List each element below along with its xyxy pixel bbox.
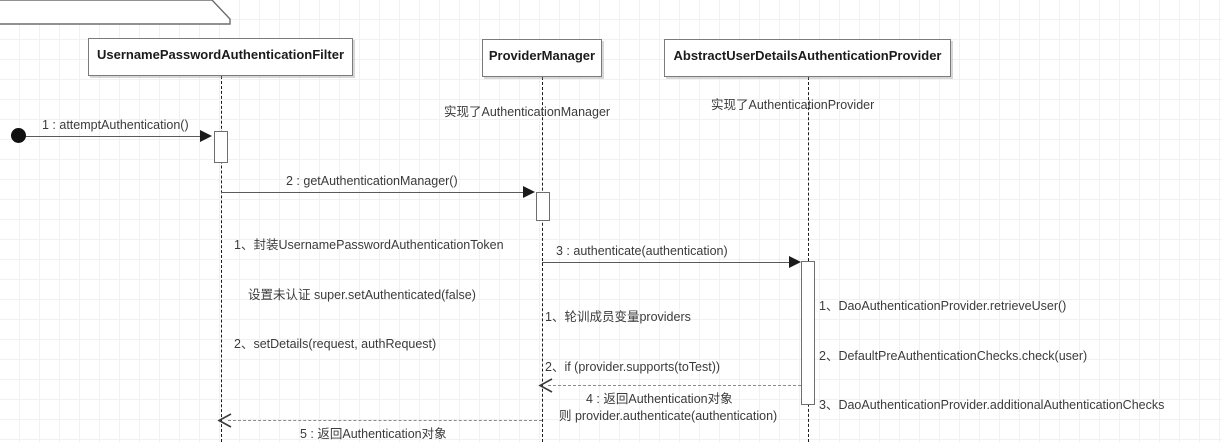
note-auth-provider-line-1: 1、DaoAuthenticationProvider.retrieveUser… — [819, 299, 1067, 313]
lifeline-dash-provider-manager — [542, 77, 543, 442]
message-label-4: 4 : 返回Authentication对象 — [586, 392, 733, 406]
note-auth-provider-line-3: 3、DaoAuthenticationProvider.additionalAu… — [819, 398, 1165, 412]
note-provider-manager-line-1: 1、轮训成员变量providers — [545, 310, 691, 324]
lifeline-dash-auth-provider — [808, 77, 809, 442]
message-label-5: 5 : 返回Authentication对象 — [300, 427, 447, 441]
note-provider-manager: 1、轮训成员变量providers 2、if (provider.support… — [545, 276, 777, 442]
note-filter-line-3: 2、setDetails(request, authRequest) — [234, 337, 437, 351]
message-label-1: 1 : attemptAuthentication() — [42, 118, 189, 132]
frame-name: core-service-sequence — [74, 2, 202, 16]
note-filter: 1、封装UsernamePasswordAuthenticationToken … — [234, 204, 504, 386]
message-arrowhead-5 — [217, 413, 232, 428]
note-auth-provider: 1、DaoAuthenticationProvider.retrieveUser… — [819, 265, 1201, 442]
activation-bar-filter-1 — [214, 131, 228, 163]
message-label-2: 2 : getAuthenticationManager() — [286, 174, 458, 188]
message-line-1[interactable] — [18, 136, 210, 137]
note-provider-manager-line-3: 则 provider.authenticate(authentication) — [559, 409, 778, 423]
start-point-dot — [11, 128, 26, 143]
lifeline-title-provider-manager: ProviderManager — [488, 48, 596, 63]
note-provider-manager-line-2: 2、if (provider.supports(toTest)) — [545, 359, 721, 374]
note-filter-line-1: 1、封装UsernamePasswordAuthenticationToken — [234, 238, 504, 252]
lifeline-dash-filter — [221, 76, 222, 442]
message-label-3: 3 : authenticate(authentication) — [556, 244, 728, 258]
message-line-5[interactable] — [228, 420, 542, 421]
note-filter-line-2: 设置未认证 super.setAuthenticated(false) — [248, 287, 476, 302]
lifeline-title-filter: UsernamePasswordAuthenticationFilter — [96, 47, 345, 62]
frame-keyword: interaction — [6, 2, 70, 16]
lifeline-annotation-provider-manager: 实现了AuthenticationManager — [444, 105, 611, 119]
lifeline-head-auth-provider[interactable]: AbstractUserDetailsAuthenticationProvide… — [664, 39, 951, 77]
lifeline-annotation-auth-provider: 实现了AuthenticationProvider — [711, 98, 875, 112]
activation-bar-provider-manager-1 — [536, 192, 550, 221]
message-arrowhead-1 — [200, 130, 212, 142]
message-line-3[interactable] — [542, 262, 798, 263]
frame-tab[interactable]: interaction core-service-sequence — [0, 0, 228, 20]
lifeline-title-auth-provider: AbstractUserDetailsAuthenticationProvide… — [673, 48, 942, 63]
message-line-2[interactable] — [221, 192, 532, 193]
message-arrowhead-4 — [538, 378, 553, 393]
activation-bar-auth-provider-1 — [801, 261, 815, 405]
message-arrowhead-3 — [789, 256, 801, 268]
lifeline-head-filter[interactable]: UsernamePasswordAuthenticationFilter — [88, 38, 353, 76]
note-auth-provider-line-2: 2、DefaultPreAuthenticationChecks.check(u… — [819, 348, 1088, 363]
lifeline-head-provider-manager[interactable]: ProviderManager — [482, 39, 602, 77]
message-line-4[interactable] — [548, 385, 801, 386]
message-arrowhead-2 — [523, 186, 535, 198]
